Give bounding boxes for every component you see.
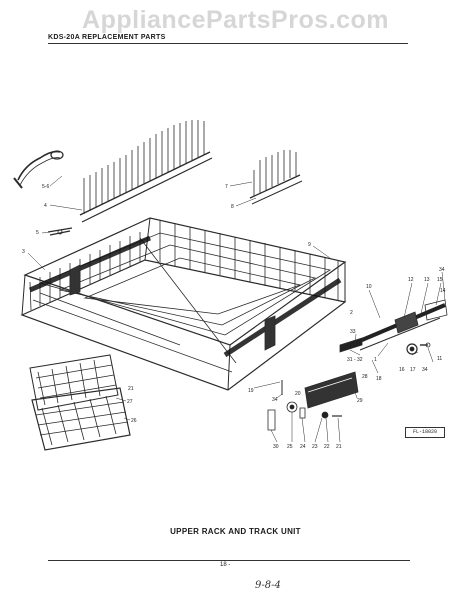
callout-21: 21	[128, 386, 134, 392]
leader-lines	[27, 175, 446, 443]
page-number: 18 -	[220, 562, 231, 568]
callout-25: 25	[287, 444, 293, 450]
callout-2: 2	[350, 310, 353, 316]
callout-10: 10	[366, 284, 372, 290]
callout-17: 17	[410, 367, 416, 373]
callout-5-6: 5-6	[42, 184, 49, 190]
callout-34b: 34	[422, 367, 428, 373]
reference-code-box: FL-18020	[405, 427, 445, 438]
callout-15: 15	[437, 277, 443, 283]
callout-9: 9	[308, 242, 311, 248]
callout-13: 13	[424, 277, 430, 283]
upper-rack-basket	[20, 217, 347, 391]
callout-23: 23	[312, 444, 318, 450]
header-title: KDS-20A REPLACEMENT PARTS	[48, 34, 166, 41]
callout-24: 24	[300, 444, 306, 450]
handwritten-note: 9-8-4	[255, 580, 281, 591]
callout-21b: 21	[336, 444, 342, 450]
callout-22: 22	[324, 444, 330, 450]
tine-row-right	[249, 150, 303, 205]
cutlery-basket	[29, 354, 131, 451]
footer-rule	[48, 560, 410, 561]
tine-row-left	[79, 120, 213, 223]
callout-8: 8	[231, 204, 234, 210]
callout-33: 33	[350, 329, 356, 335]
callout-16: 16	[399, 367, 405, 373]
callout-19: 19	[248, 388, 254, 394]
callout-1: 1	[374, 357, 377, 363]
callout-11: 11	[437, 356, 442, 362]
callout-18: 18	[376, 376, 382, 382]
header-rule	[48, 43, 408, 44]
callout-28: 28	[362, 374, 368, 380]
lower-track-rail	[304, 337, 363, 409]
callout-31-32: 31 - 32	[347, 357, 363, 363]
track-assembly	[349, 299, 448, 355]
callout-29: 29	[357, 398, 363, 404]
callout-26: 26	[131, 418, 137, 424]
callout-34: 34	[439, 267, 445, 273]
callout-27: 27	[127, 399, 133, 405]
callout-5: 5	[36, 230, 39, 236]
callout-4: 4	[44, 203, 47, 209]
callout-30: 30	[273, 444, 279, 450]
callout-34c: 34	[272, 397, 278, 403]
callout-20: 20	[295, 391, 301, 397]
callout-3: 3	[22, 249, 25, 255]
callout-14: 14	[440, 288, 446, 294]
watermark-logo: AppliancePartsPros.com	[82, 6, 389, 34]
diagram-caption: UPPER RACK AND TRACK UNIT	[170, 527, 301, 536]
spray-hose-assembly	[13, 150, 64, 189]
rack-clip	[47, 227, 73, 236]
callout-12: 12	[408, 277, 414, 283]
callout-labels: 5-6 4 7 8 5 3 9 10 12 13 15 34 33 31 - 3…	[22, 184, 446, 450]
callout-7: 7	[225, 184, 228, 190]
